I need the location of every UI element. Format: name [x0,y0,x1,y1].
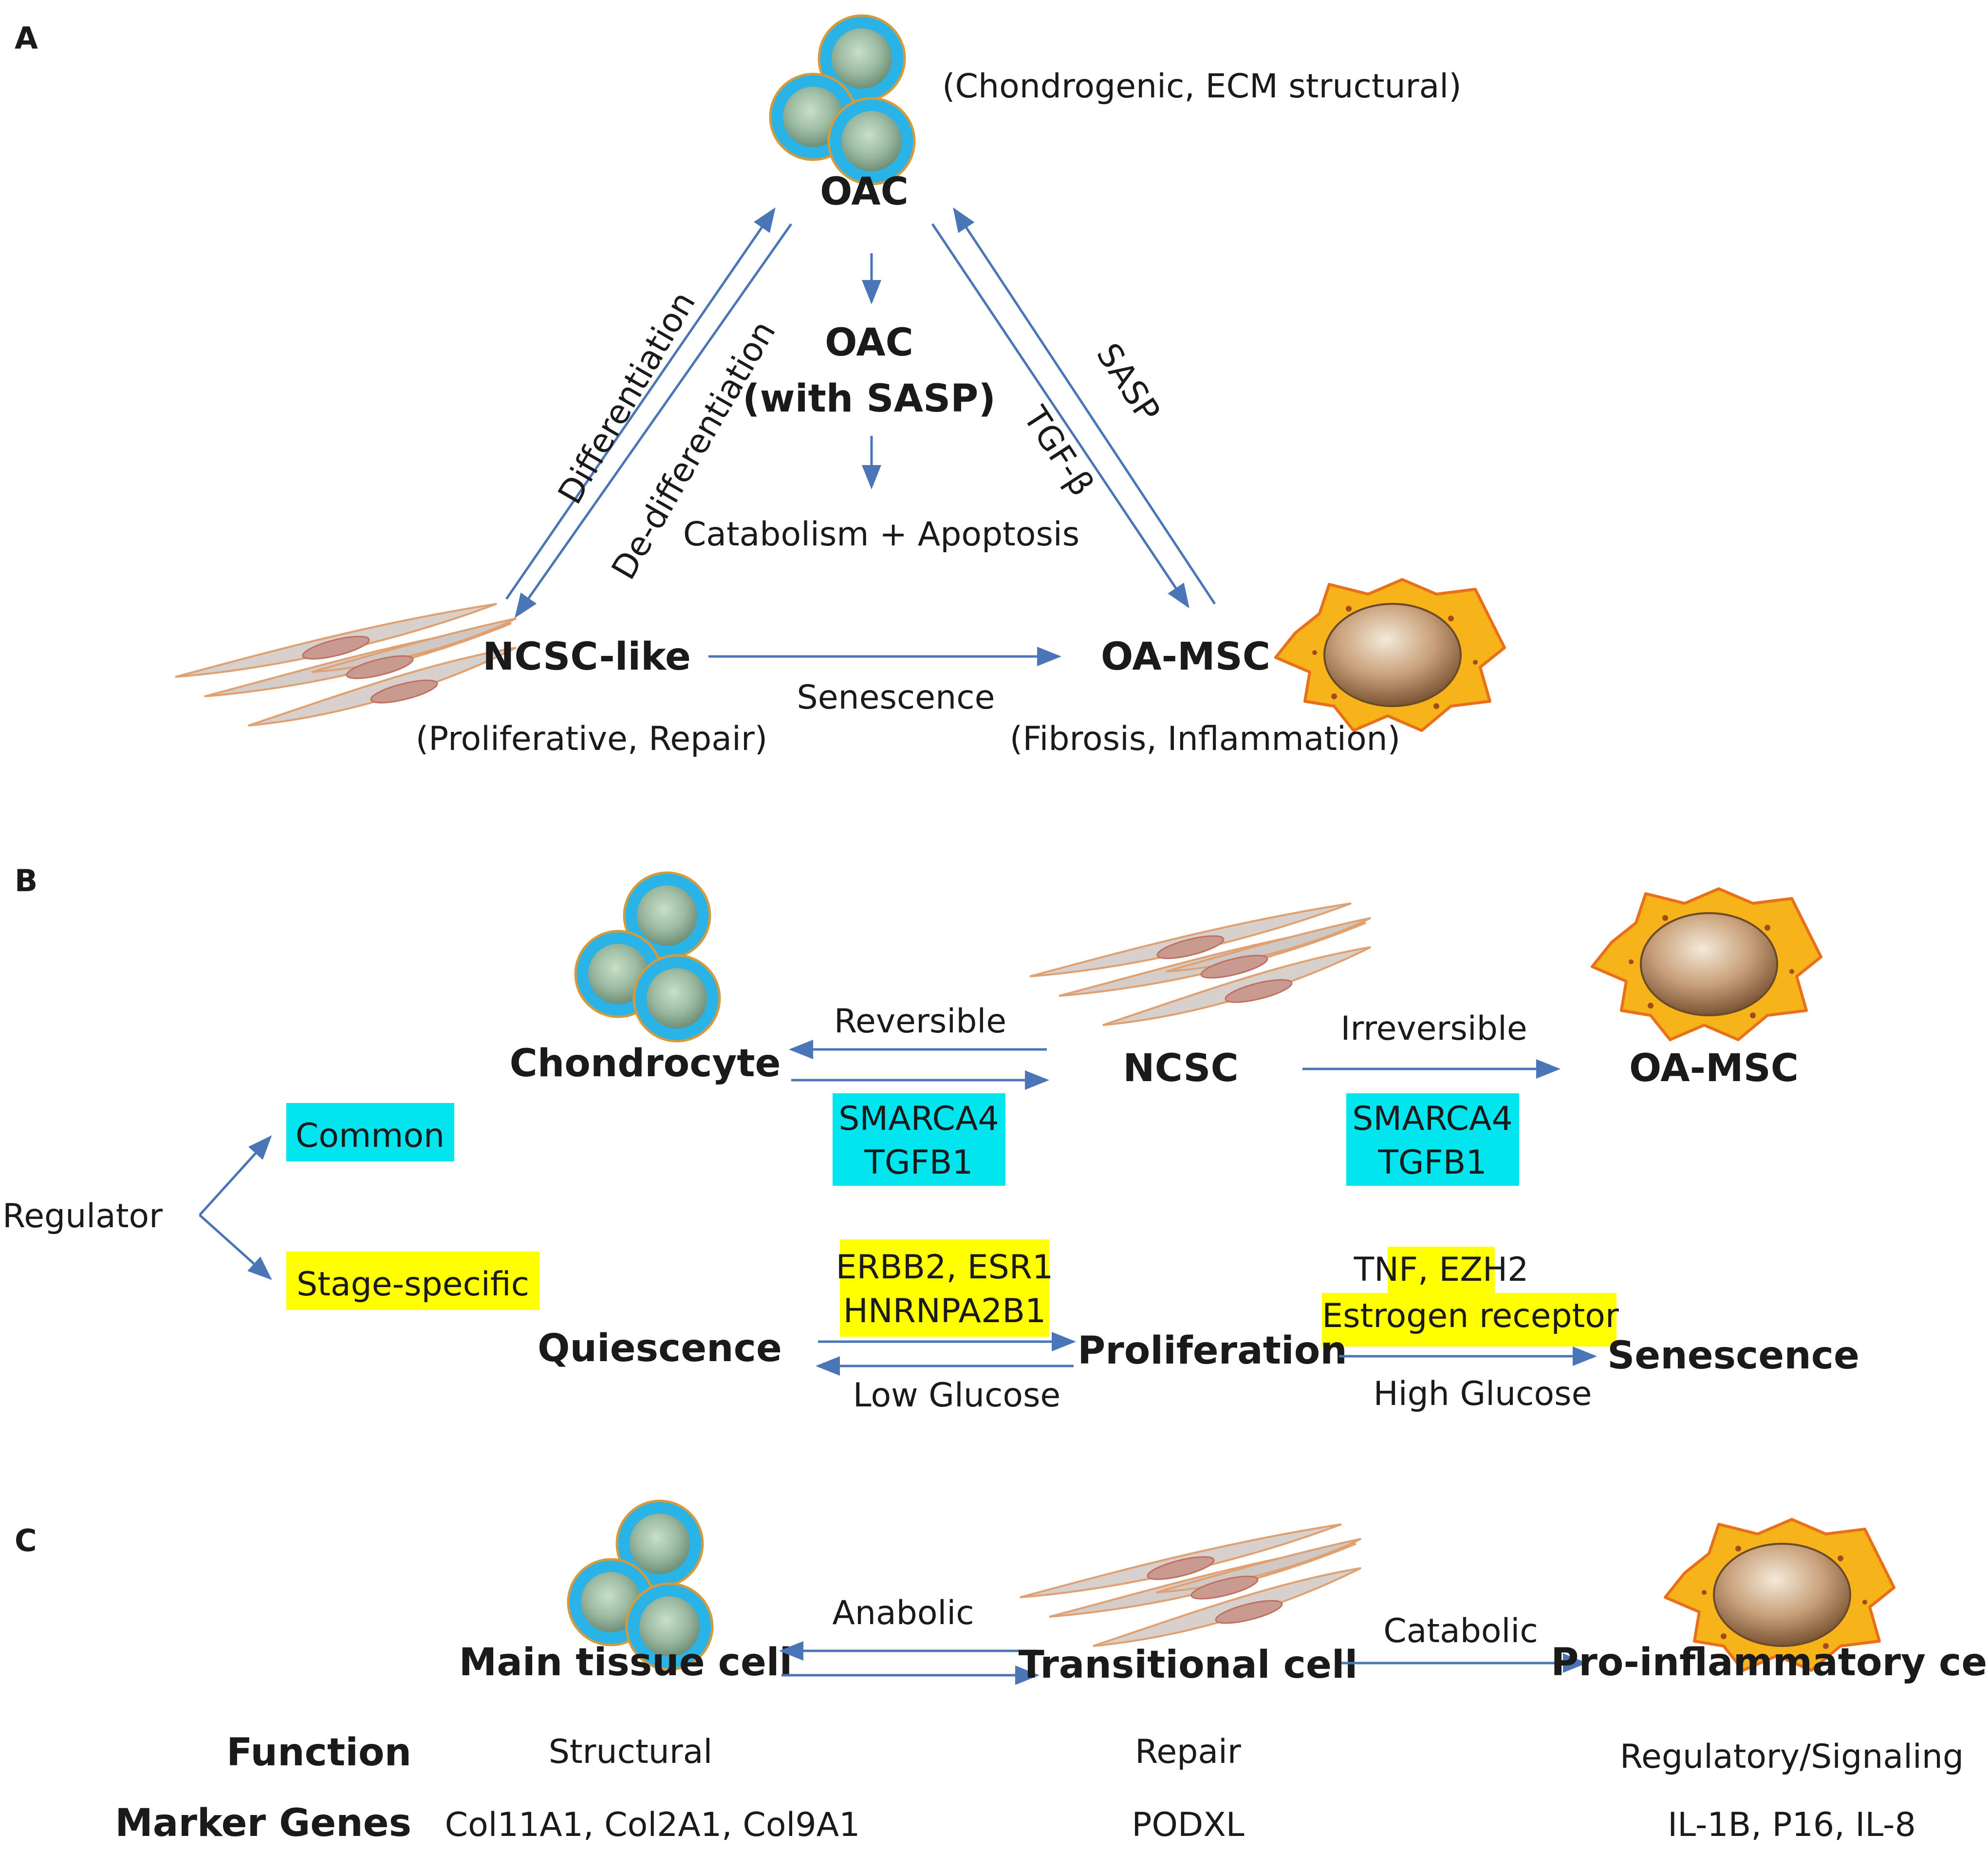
regulator-common-arrow [199,1135,272,1216]
differentiation-arrow [505,207,776,600]
stage-specific-label: Stage-specific [297,1265,529,1304]
function-row-label: Function [226,1731,411,1775]
panel-b-label: B [15,863,37,898]
stage-genes-2-line2: Estrogen receptor [1322,1297,1619,1335]
ncsc-like-label: NCSC-like [483,635,691,679]
anabolic-label: Anabolic [832,1594,974,1632]
oa-msc-cell-image [1276,580,1505,730]
ncsc-label: NCSC [1123,1047,1238,1090]
oac-sasp-line2: (with SASP) [743,377,996,421]
tgfb-label: TGF-β [1015,399,1101,503]
catabolism-label: Catabolism + Apoptosis [683,515,1079,554]
senescence-label: Senescence [797,678,995,717]
marker-row-label: Marker Genes [115,1801,411,1845]
oa-msc-label: OA-MSC [1101,635,1270,679]
function-regulatory: Regulatory/Signaling [1620,1738,1964,1776]
reversible-label: Reversible [834,1002,1006,1041]
b-oa-msc-label: OA-MSC [1629,1047,1799,1090]
panel-a-label: A [15,20,38,56]
proinflammatory-cell-label: Pro-inflammatory cell [1551,1641,1988,1684]
common-genes-1-highlight [833,1093,1005,1186]
b-senescence-label: Senescence [1607,1334,1859,1378]
sasp-label: SASP [1089,337,1168,429]
catabolic-label: Catabolic [1383,1612,1538,1650]
proliferation-label: Proliferation [1078,1329,1347,1373]
marker-main: Col11A1, Col2A1, Col9A1 [445,1806,860,1844]
b-msc-image [1592,889,1821,1040]
oac-chondrocyte-image [770,16,914,184]
marker-proinflammatory: IL-1B, P16, IL-8 [1668,1806,1916,1844]
main-cell-label: Main tissue cell [459,1641,793,1684]
stage-genes-1-highlight [840,1239,1049,1337]
stage-genes-1-line2: HNRNPA2B1 [843,1292,1046,1330]
oa-msc-note: (Fibrosis, Inflammation) [1010,720,1400,758]
transitional-cell-label: Transitional cell [1019,1643,1358,1687]
sasp-arrow [953,207,1216,605]
chondrocyte-label: Chondrocyte [509,1042,780,1085]
function-structural: Structural [549,1733,713,1771]
common-genes-2-line2: TGFB1 [1377,1143,1486,1182]
common-genes-2-highlight [1346,1093,1519,1186]
function-repair: Repair [1135,1733,1241,1771]
stage-genes-2a-highlight [1388,1247,1495,1295]
common-genes-2-line1: SMARCA4 [1352,1100,1512,1138]
oac-note: (Chondrogenic, ECM structural) [942,67,1462,106]
low-glucose-label: Low Glucose [853,1376,1060,1415]
stage-genes-2-line1: TNF, EZH2 [1354,1251,1529,1289]
oac-sasp-line1: OAC [825,321,913,365]
b-ncsc-image [1029,902,1372,1026]
irreversible-label: Irreversible [1340,1010,1527,1048]
panel-a: A (Chondrogenic, ECM structural) OAC OAC… [15,16,1505,758]
panel-c-label: C [15,1523,37,1558]
regulator-stage-arrow [199,1214,272,1280]
ncsc-note: (Proliferative, Repair) [416,720,768,758]
high-glucose-label: High Glucose [1374,1375,1592,1413]
ncsc-fibroblast-image [174,603,517,727]
common-highlight [286,1103,454,1161]
tgfb-arrow [931,223,1189,609]
marker-transitional: PODXL [1132,1806,1244,1844]
c-fibroblast-image [1019,1523,1362,1647]
common-label: Common [296,1117,445,1155]
quiescence-label: Quiescence [538,1327,782,1370]
dedifferentiation-arrow [515,223,793,618]
regulator-label: Regulator [2,1197,163,1235]
stage-specific-highlight [286,1252,539,1310]
b-chondrocyte-image [576,873,720,1041]
oac-label: OAC [820,170,909,214]
stage-genes-1-line1: ERBB2, ESR1 [836,1248,1054,1287]
panel-c: C Main tissue cell Anabolic Transitional… [15,1501,1988,1845]
common-genes-1-line1: SMARCA4 [838,1100,999,1138]
panel-b: B Chondrocyte NCSC OA-MSC Reversible Irr… [2,863,1859,1415]
stage-genes-2b-highlight [1322,1293,1616,1347]
common-genes-1-line2: TGFB1 [864,1143,973,1182]
